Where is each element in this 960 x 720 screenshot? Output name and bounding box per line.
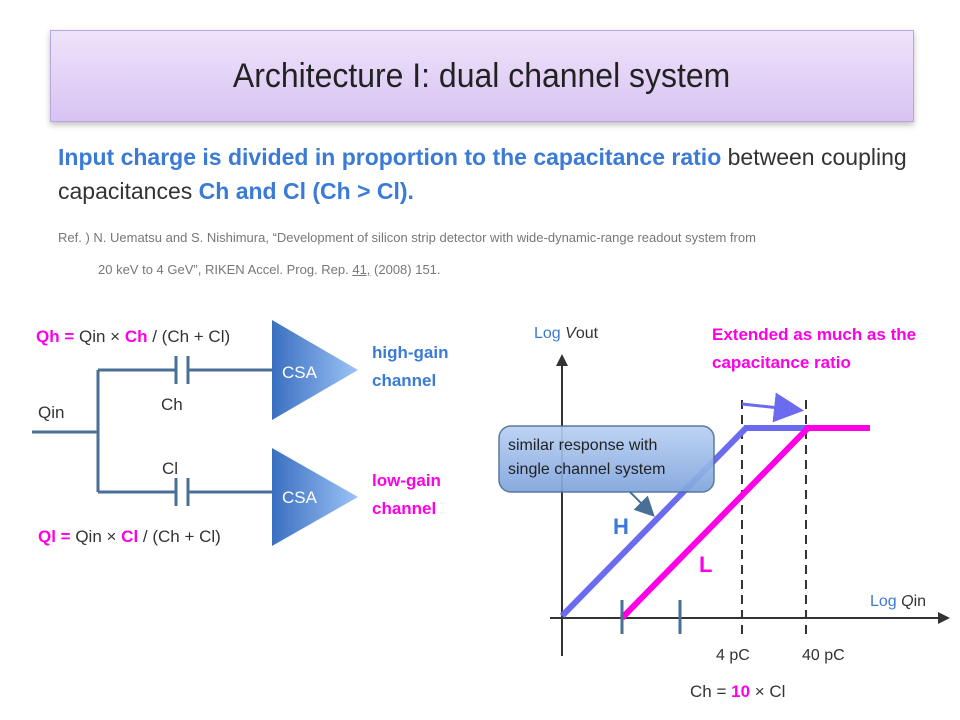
x-axis-label: Log Qin [870,593,926,610]
intro-capacitances: Ch and Cl (Ch > Cl). [198,178,414,204]
intro-text: Input charge is divided in proportion to… [58,140,918,208]
extended-label-1: Extended as much as the [712,325,916,344]
reference-title-end: 20 keV to 4 GeV”, RIKEN Accel. Prog. Rep… [98,262,353,277]
ql-formula: Ql = Qin × Cl / (Ch + Cl) [38,527,221,546]
high-gain-label-1: high-gain [372,343,448,362]
high-gain-label-2: channel [372,371,436,390]
callout-text-1: similar response with [508,437,657,454]
intro-highlight: Input charge is divided in proportion to… [58,144,722,170]
x-axis-arrow-icon [938,612,950,624]
cl-label: Cl [162,459,178,478]
response-graph: Log Vout Log Qin Extended as much as the… [498,325,950,701]
title-banner: Architecture I: dual channel system [50,30,914,122]
slide-title: Architecture I: dual channel system [233,56,731,95]
reference-volume: 41, [352,262,371,277]
y-axis-label: Log Vout [534,325,599,342]
extended-label-2: capacitance ratio [712,353,851,372]
csa-amplifier-low [272,448,358,546]
capacitance-ratio: Ch = 10 × Cl [690,682,785,701]
ch-label: Ch [161,395,183,414]
h-label: H [613,514,629,539]
qin-label: Qin [38,403,64,422]
h-response-slope [559,425,749,619]
reference-line-1: Ref. ) N. Uematsu and S. Nishimura, “Dev… [58,230,756,245]
low-gain-label-1: low-gain [372,471,441,490]
circuit: Qh = Qin × Ch / (Ch + Cl) Qin Ch Cl CSA … [32,320,448,546]
qh-formula: Qh = Qin × Ch / (Ch + Cl) [36,327,230,346]
csa-amplifier-high [272,320,358,420]
intro-plain: between coupling capacitances [58,144,907,204]
callout-pointer [629,491,655,517]
capacitor-cl [174,478,190,506]
reference-year: (2008) 151. [370,262,441,277]
callout-box [498,425,715,493]
csa-low-label: CSA [282,488,318,507]
low-gain-label-2: channel [372,499,436,518]
tick-label-40pc: 40 pC [802,647,845,664]
range-extension-arrow [741,392,804,423]
capacitor-ch [174,356,190,384]
y-axis-arrow-icon [556,354,568,366]
callout-text-2: single channel system [508,461,665,478]
circuit-wires [32,368,272,494]
reference-line-2: 20 keV to 4 GeV”, RIKEN Accel. Prog. Rep… [98,262,441,277]
csa-high-label: CSA [282,363,318,382]
l-label: L [699,552,712,577]
tick-label-4pc: 4 pC [716,647,750,664]
l-response-slope [619,425,811,621]
